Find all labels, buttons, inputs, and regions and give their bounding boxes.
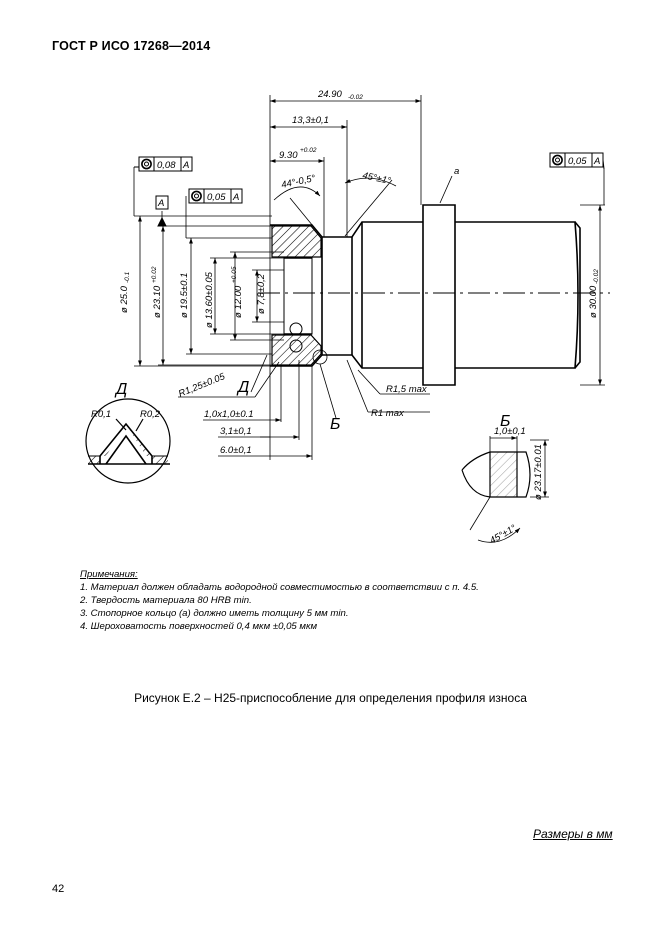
dim-dia-30: ø 30.00 (588, 285, 599, 318)
detail-dim-angle: 45°±1° (488, 523, 518, 547)
detail-dim-len: 1,0±0,1 (494, 426, 526, 437)
notes-block: Примечания: 1. Материал должен обладать … (80, 568, 479, 633)
section-hatch (271, 225, 322, 366)
dim-dia-25: ø 25.0 (119, 285, 130, 313)
gdt-1-value: 0,08 (157, 160, 176, 171)
figure-caption: Рисунок Е.2 – Н25-приспособление для опр… (134, 691, 527, 705)
dim-dia-13-60: ø 13.60±0.05 (204, 271, 215, 328)
note-item: 4. Шероховатость поверхностей 0,4 мкм ±0… (80, 621, 318, 632)
dimension-texts: 24.90 -0.02 13,3±0,1 9.30 +0.02 44°-0,5°… (91, 89, 600, 547)
part-outline (270, 204, 581, 386)
label-detail-d: Д (114, 381, 127, 398)
gdt-3-datum: A (593, 156, 600, 167)
dim-angle-44: 44°-0,5° (280, 173, 316, 191)
note-item: 3. Стопорное кольцо (a) должно иметь тол… (80, 608, 349, 619)
dim-dia-30-tol: -0.02 (593, 269, 600, 284)
gdt-texts: 0,08 A 0,05 A 0,05 A A (157, 156, 600, 209)
gdt-2-datum: A (232, 192, 239, 203)
document-header: ГОСТ Р ИСО 17268—2014 (52, 39, 211, 53)
note-item: 1. Материал должен обладать водородной с… (80, 582, 479, 593)
dim-dia-19-5: ø 19.5±0.1 (179, 273, 190, 318)
section-labels: Д Д Б Б (114, 379, 510, 433)
dim-angle-45: 45°±1° (361, 170, 392, 187)
dim-dia-25-tol: -0.1 (124, 271, 131, 283)
dim-6-0: 6.0±0,1 (220, 445, 252, 456)
dim-13-3: 13,3±0,1 (292, 115, 329, 126)
dim-9-30-tol: +0.02 (300, 147, 317, 154)
dim-overall-length-tol: -0.02 (348, 94, 363, 101)
label-detail-b-callout: Б (330, 416, 340, 433)
gdt-1-datum: A (182, 160, 189, 171)
notes-title: Примечания: (80, 569, 138, 580)
dim-overall-length: 24.90 (317, 89, 342, 100)
dimension-lines (133, 95, 605, 460)
dim-dia-23-10-tol: +0.02 (151, 266, 158, 283)
dim-r1-5: R1,5 max (386, 384, 428, 395)
dim-dia-23-10: ø 23.10 (152, 285, 163, 318)
dim-dia-12-00-tol: +0.05 (231, 266, 238, 283)
gdt-frame-2 (188, 188, 243, 204)
dim-dia-7-8: ø 7,8±0,2 (256, 273, 267, 314)
gdt-3-value: 0,05 (568, 156, 587, 167)
dim-1x1: 1,0x1,0±0.1 (204, 409, 254, 420)
dim-r0-2: R0,2 (140, 409, 161, 420)
dim-r0-1: R0,1 (91, 409, 111, 420)
detail-dim-dia: ø 23.17±0.01 (533, 444, 544, 500)
dim-r1: R1 max (371, 408, 405, 419)
gdt-2-value: 0,05 (207, 192, 226, 203)
dim-dia-12-00: ø 12.00 (233, 285, 244, 318)
page-number: 42 (52, 883, 65, 895)
sizes-note: Размеры в мм (533, 827, 613, 841)
datum-a (155, 195, 169, 227)
dim-9-30: 9.30 (279, 150, 298, 161)
note-item: 2. Твердость материала 80 HRB min. (80, 595, 252, 606)
datum-a-label: A (157, 198, 164, 209)
gdt-frame-1 (134, 156, 193, 172)
dim-r1-25: R1,25±0.05 (177, 371, 227, 400)
dim-3-1: 3,1±0,1 (220, 426, 252, 437)
label-detail-b: Б (500, 413, 510, 430)
label-detail-d-callout: Д (236, 379, 249, 396)
label-a: a (454, 166, 459, 177)
gdt-frame-3 (549, 152, 605, 170)
